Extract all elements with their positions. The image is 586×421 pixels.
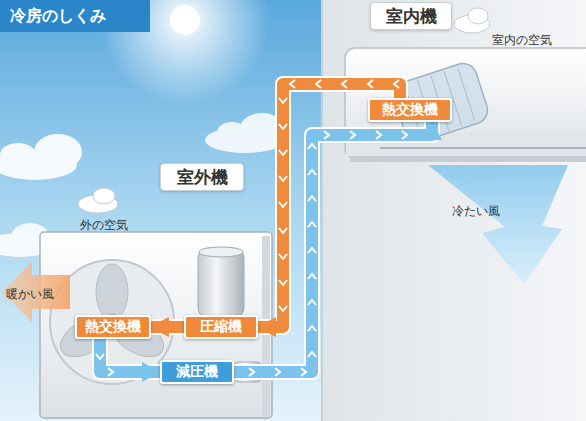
flow-chevron <box>279 176 287 181</box>
flow-chevron <box>279 228 287 233</box>
pipe-outline <box>151 319 184 335</box>
outdoor-unit-side <box>262 236 270 416</box>
compressor-body <box>198 248 244 318</box>
flow-chevron <box>279 202 287 207</box>
flow-chevron <box>394 80 399 88</box>
pipe-outline <box>100 339 160 372</box>
indoor-unit-body <box>345 48 586 158</box>
flow-chevron <box>108 368 113 376</box>
flow-chevron <box>308 248 316 253</box>
outdoor-unit-body <box>40 232 272 418</box>
cloud <box>205 113 285 153</box>
indoor-unit-panel <box>346 132 586 156</box>
cold-air-arrow <box>428 165 568 284</box>
flow-chevron <box>376 131 381 139</box>
indoor-unit-louver <box>380 147 586 149</box>
unit-heading: 室内機 <box>370 2 452 30</box>
indoor-unit: 室内機熱交換機 <box>340 2 586 170</box>
flow-chevron <box>279 306 287 311</box>
part-label: 熱交換機 <box>370 100 450 120</box>
flow-chevron <box>308 144 316 149</box>
compressor-top <box>199 247 243 257</box>
refrigerant-pipe <box>151 321 184 333</box>
flow-chevron <box>308 326 316 331</box>
cloud-puff <box>0 143 36 167</box>
heat-exchanger-box: 熱交換機 <box>75 315 151 339</box>
cloud-puff <box>468 8 488 24</box>
compressor-box: 圧縮機 <box>184 315 258 339</box>
flow-chevron <box>308 352 316 357</box>
heat-exchanger-box: 熱交換機 <box>368 98 452 122</box>
warm-air-arrow <box>2 262 70 322</box>
cloud-puff <box>34 134 82 170</box>
refrigerant-pipe <box>100 339 160 372</box>
flow-chevron <box>342 80 347 88</box>
outdoor-unit: 室外機熱交換機 圧縮機減圧機 <box>38 160 274 418</box>
flow-chevron <box>96 354 104 359</box>
flow-chevron <box>279 254 287 259</box>
pipe-outline <box>234 122 432 372</box>
flow-chevron <box>308 274 316 279</box>
part-label: 熱交換機 <box>77 317 149 337</box>
pipe-group <box>151 327 184 328</box>
flow-chevron <box>308 170 316 175</box>
part-label: 圧縮機 <box>186 317 256 337</box>
sun <box>170 5 200 35</box>
flow-chevron <box>368 80 373 88</box>
unit-heading: 室外機 <box>160 163 244 191</box>
air-cloud-icon <box>454 8 490 33</box>
pipe-group <box>96 339 160 376</box>
decompressor-body <box>234 362 262 382</box>
indoor-unit-shadow <box>350 156 586 162</box>
cloud <box>0 134 82 180</box>
diagram-title: 冷房のしくみ <box>0 0 150 32</box>
refrigerant-pipe <box>234 122 432 372</box>
wall-edge <box>321 0 323 421</box>
flow-chevron <box>301 368 306 376</box>
flow-chevron <box>249 368 254 376</box>
air-cloud-icon <box>78 188 118 213</box>
flow-chevron <box>324 131 329 139</box>
flow-chevron <box>275 368 280 376</box>
flow-chevron <box>308 300 316 305</box>
fan-blade <box>96 264 128 320</box>
flow-chevron <box>316 80 321 88</box>
part-label: 減圧機 <box>162 362 232 382</box>
flow-chevron <box>290 80 295 88</box>
pipe-group <box>234 122 432 376</box>
airflow-label: 冷たい風 <box>452 203 500 220</box>
flow-chevron <box>279 150 287 155</box>
flow-chevron <box>308 196 316 201</box>
airflow-label: 暖かい風 <box>6 286 54 303</box>
flow-chevron <box>308 222 316 227</box>
decompressor-box: 減圧機 <box>160 360 234 384</box>
air-label: 室内の空気 <box>492 32 552 49</box>
fan <box>54 264 170 365</box>
cloud-puff <box>217 122 247 142</box>
flow-chevron <box>350 131 355 139</box>
exchanger-fin <box>458 69 475 120</box>
flow-chevron <box>279 124 287 129</box>
air-label: 外の空気 <box>80 217 128 234</box>
flow-chevron <box>402 131 407 139</box>
cloud-puff <box>240 113 284 143</box>
cloud-puff <box>93 188 115 204</box>
flow-chevron <box>279 98 287 103</box>
flow-chevron <box>279 280 287 285</box>
